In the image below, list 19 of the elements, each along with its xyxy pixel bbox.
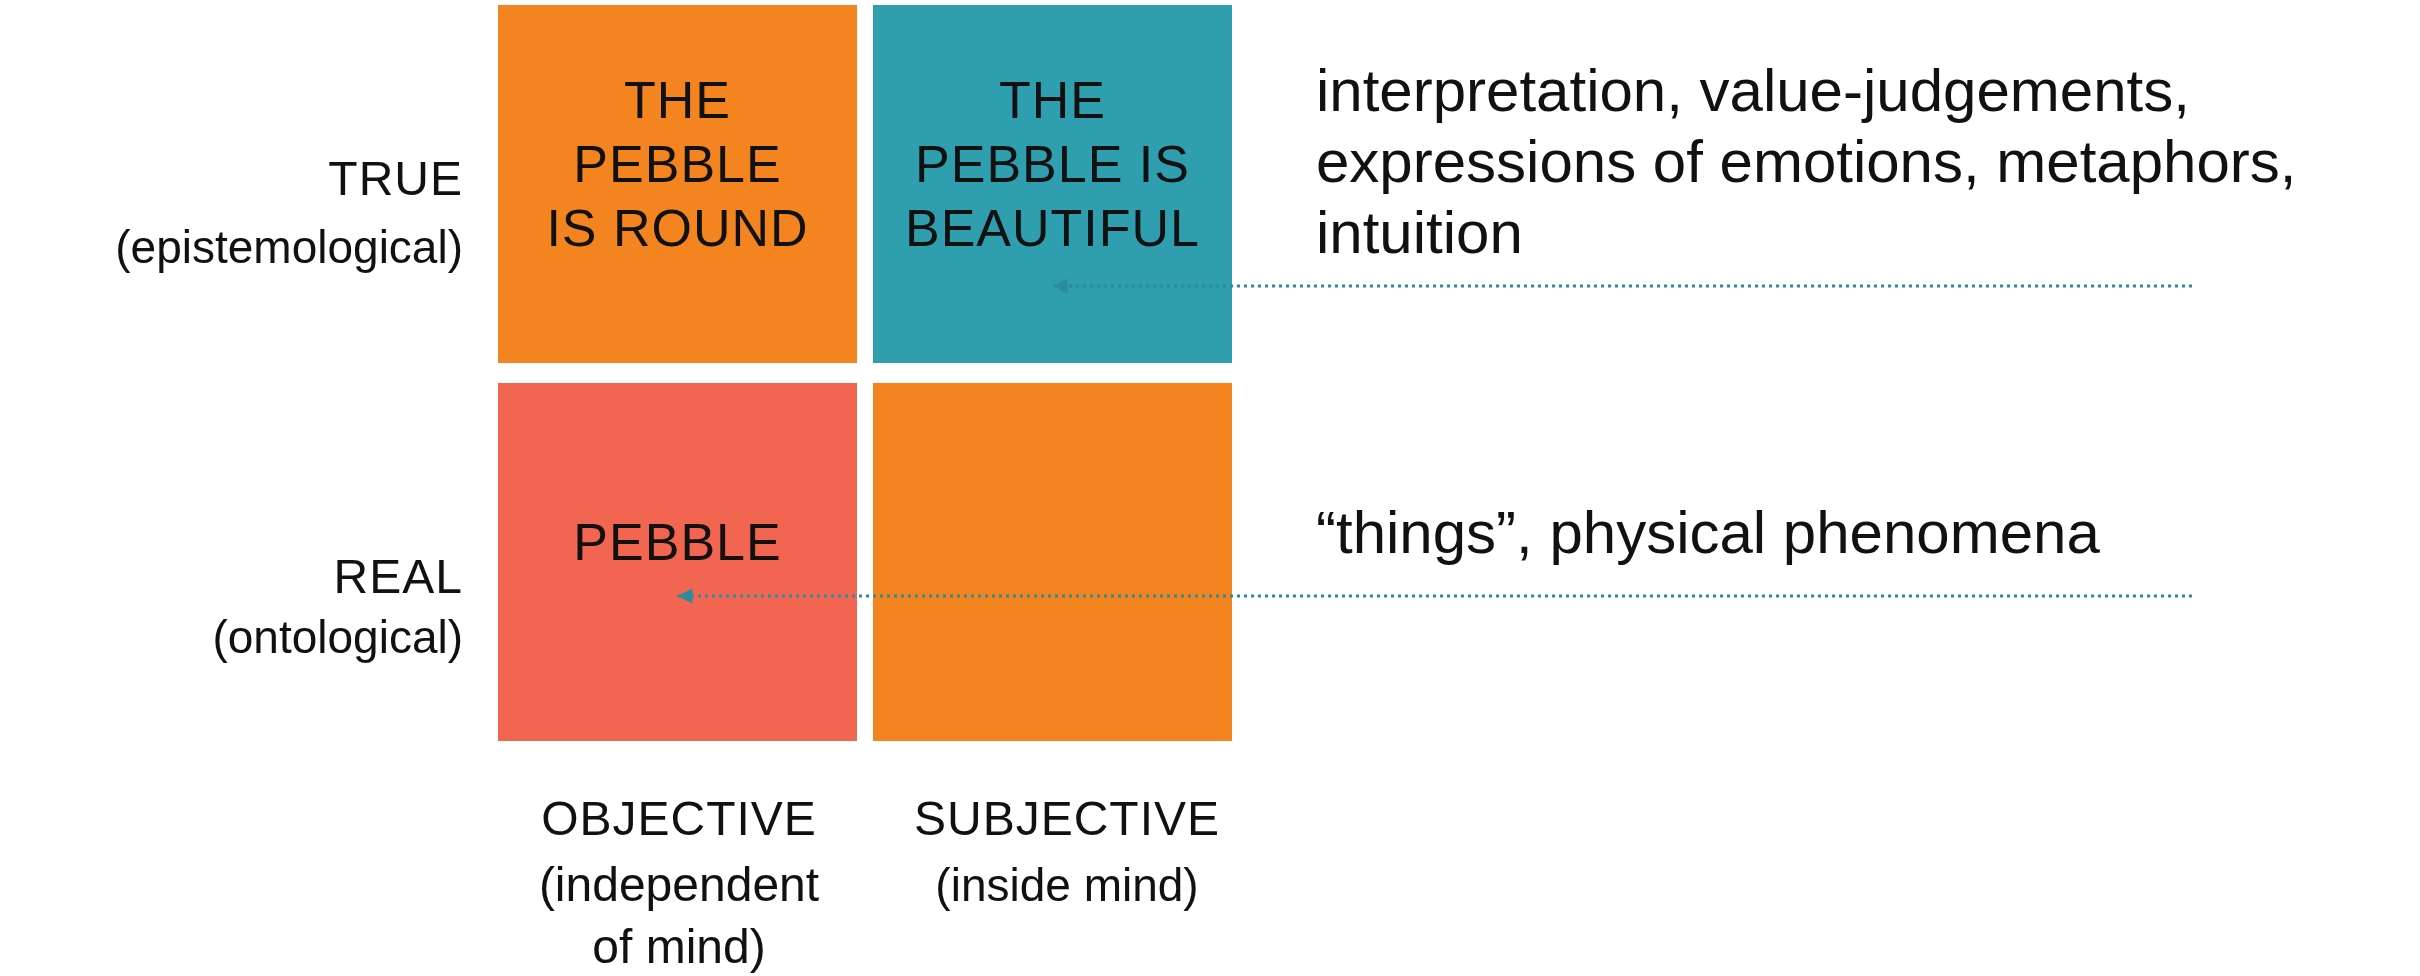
axis-label: SUBJECTIVE [912, 791, 1222, 847]
axis-label: REAL [332, 549, 463, 605]
quadrant-box [498, 5, 857, 363]
axis-label: OBJECTIVE [540, 791, 818, 847]
arrow [677, 588, 2192, 604]
quadrant-box [873, 5, 1232, 363]
axis-label: TRUE [327, 151, 463, 207]
description-text: “things”, physical phenomena [1316, 498, 2101, 568]
axis-sublabel: (ontological) [211, 610, 463, 665]
quadrant-label: THE PEBBLE IS BEAUTIFUL [903, 70, 1202, 259]
axis-sublabel: (independent of mind) [537, 857, 821, 975]
axis-sublabel: (inside mind) [934, 858, 1200, 913]
arrow [1052, 278, 2192, 294]
description-text: interpretation, value-judgements, expressions of emotions, metaphors, intuition [1316, 56, 2298, 268]
axis-sublabel: (epistemological) [114, 220, 463, 275]
empty-box [873, 383, 1232, 741]
quadrant-label: PEBBLE [572, 512, 783, 573]
quadrant-box [498, 383, 857, 741]
quadrant-label: THE PEBBLE IS ROUND [545, 70, 810, 259]
